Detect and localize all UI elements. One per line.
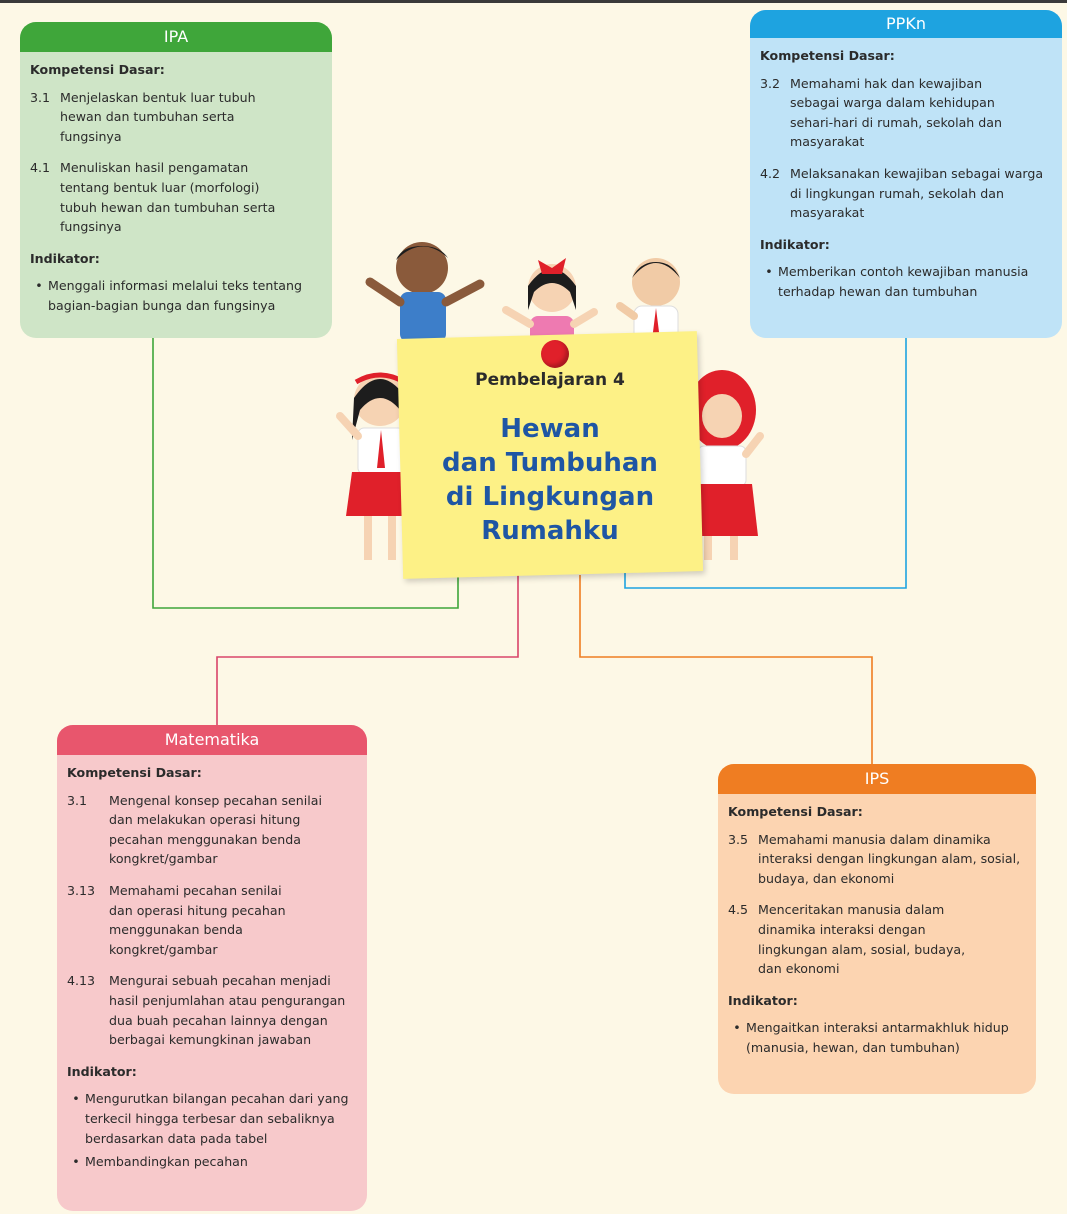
lesson-title-line: Hewan — [500, 414, 600, 444]
ipa-card: IPA Kompetensi Dasar: 3.1 Menjelaskan be… — [20, 22, 332, 338]
ipa-kd-text: Menuliskan hasil pengamatan tentang bent… — [60, 160, 276, 235]
top-border — [0, 0, 1067, 3]
ips-indikator-item: • Mengaitkan interaksi antarmakhluk hidu… — [728, 1018, 1026, 1057]
matematika-kd-num: 3.13 — [67, 882, 96, 898]
girl-center-figure — [502, 258, 598, 346]
matematika-kd-text: Mengurai sebuah pecahan menjadi hasil pe… — [109, 973, 346, 1048]
ipa-kd-num: 3.1 — [30, 89, 51, 105]
ppkn-kd-num: 4.2 — [760, 165, 781, 181]
ipa-connector — [152, 338, 459, 609]
matematika-ind-label: Indikator: — [67, 1063, 137, 1079]
ppkn-kd-text: Memahami hak dan kewajiban sebagai warga… — [790, 75, 1002, 150]
ppkn-header: PPKn — [750, 10, 1062, 38]
matematika-kd-text: Mengenal konsep pecahan senilai dan mela… — [109, 792, 322, 867]
matematika-kd-label: Kompetensi Dasar: — [67, 765, 202, 780]
matematika-card: Matematika Kompetensi Dasar: 3.1 Mengena… — [57, 725, 367, 1211]
ips-kd-num: 4.5 — [728, 902, 749, 918]
matematika-kd-item: 3.1 Mengenal konsep pecahan senilai dan … — [67, 791, 357, 869]
ipa-indikator-text: Menggali informasi melalui teks tentang … — [48, 278, 302, 313]
ips-kd-label: Kompetensi Dasar: — [728, 804, 863, 819]
ipa-kd-num: 4.1 — [30, 160, 51, 176]
girl-hijab-figure — [686, 370, 764, 560]
mtk-connector — [216, 575, 519, 727]
matematika-header: Matematika — [57, 725, 367, 755]
lesson-title: Hewan dan Tumbuhan di Lingkungan Rumahku — [400, 412, 700, 548]
matematika-kd-num: 4.13 — [67, 973, 96, 989]
lesson-title-line: dan Tumbuhan — [442, 448, 658, 478]
matematika-indikator-text: Membandingkan pecahan — [85, 1154, 248, 1170]
lesson-title-line: Rumahku — [481, 516, 619, 546]
ppkn-kd-num: 3.2 — [760, 75, 781, 91]
ips-card: IPS Kompetensi Dasar: 3.5 Memahami manus… — [718, 764, 1036, 1094]
ppkn-connector — [624, 320, 907, 589]
matematika-kd-item: 4.13 Mengurai sebuah pecahan menjadi has… — [67, 971, 357, 1049]
girl-left-figure — [336, 372, 416, 560]
ppkn-indikator-item: • Memberikan contoh kewajiban manusia te… — [760, 262, 1052, 301]
ipa-kd-item: 4.1 Menuliskan hasil pengamatan tentang … — [30, 158, 322, 236]
ips-kd-item: 3.5 Memahami manusia dalam dinamika inte… — [728, 830, 1026, 889]
ips-header: IPS — [718, 764, 1036, 794]
ips-kd-item: 4.5 Menceritakan manusia dalam dinamika … — [728, 900, 1026, 978]
ips-kd-num: 3.5 — [728, 831, 749, 847]
lesson-subtitle: Pembelajaran 4 — [475, 370, 625, 390]
matematika-indikator-item: • Membandingkan pecahan — [67, 1152, 357, 1172]
ppkn-kd-item: 3.2 Memahami hak dan kewajiban sebagai w… — [760, 74, 1052, 152]
boy-left-figure — [365, 242, 485, 342]
matematika-kd-num: 3.1 — [67, 792, 88, 808]
ipa-kd-label: Kompetensi Dasar: — [30, 62, 165, 77]
ppkn-kd-label: Kompetensi Dasar: — [760, 48, 895, 63]
ipa-kd-text: Menjelaskan bentuk luar tubuh hewan dan … — [60, 89, 256, 144]
ppkn-indikator-text: Memberikan contoh kewajiban manusia terh… — [778, 264, 1029, 299]
ipa-ind-label: Indikator: — [30, 250, 100, 266]
matematika-kd-item: 3.13 Memahami pecahan senilai dan operas… — [67, 881, 357, 959]
ips-connector — [579, 575, 873, 766]
ipa-kd-item: 3.1 Menjelaskan bentuk luar tubuh hewan … — [30, 88, 322, 147]
ips-kd-text: Menceritakan manusia dalam dinamika inte… — [758, 902, 966, 977]
ipa-indikator-item: • Menggali informasi melalui teks tentan… — [30, 276, 322, 315]
ppkn-kd-text: Melaksanakan kewajiban sebagai warga di … — [790, 165, 1044, 221]
ppkn-card: PPKn Kompetensi Dasar: 3.2 Memahami hak … — [750, 10, 1062, 338]
matematika-kd-text: Memahami pecahan senilai dan operasi hit… — [109, 882, 286, 957]
ppkn-ind-label: Indikator: — [760, 236, 830, 252]
ips-kd-text: Memahami manusia dalam dinamika interaks… — [758, 831, 1021, 886]
ips-indikator-text: Mengaitkan interaksi antarmakhluk hidup … — [746, 1020, 1009, 1055]
ips-ind-label: Indikator: — [728, 992, 798, 1008]
matematika-indikator-text: Mengurutkan bilangan pecahan dari yang t… — [85, 1091, 349, 1146]
ppkn-kd-item: 4.2 Melaksanakan kewajiban sebagai warga… — [760, 164, 1052, 223]
ipa-header: IPA — [20, 22, 332, 52]
matematika-indikator-item: • Mengurutkan bilangan pecahan dari yang… — [67, 1089, 357, 1148]
lesson-title-line: di Lingkungan — [445, 482, 655, 512]
pin-icon — [541, 340, 569, 368]
